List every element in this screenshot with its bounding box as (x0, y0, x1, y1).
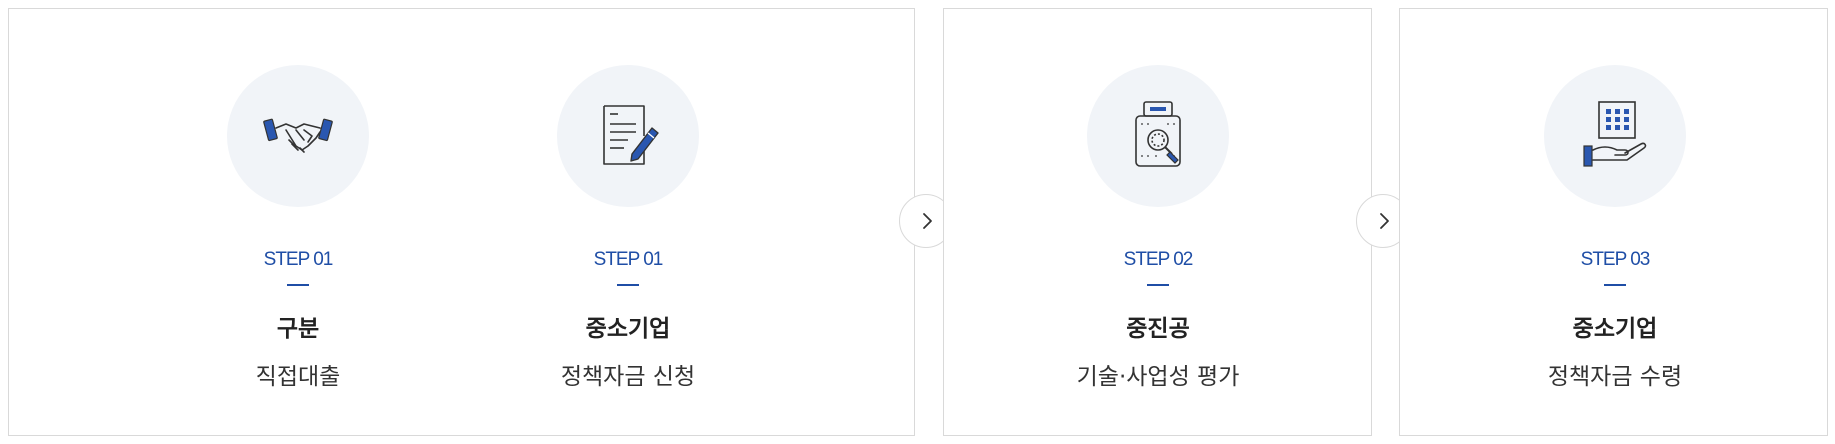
panel-evaluation: STEP 02 중진공 기술·사업성 평가 (943, 8, 1372, 436)
step-description: 기술·사업성 평가 (1076, 364, 1240, 390)
step-icon-circle (557, 65, 699, 207)
step-description: 정책자금 수령 (1547, 364, 1683, 390)
step-divider (617, 284, 639, 286)
step-number: STEP 02 (1123, 249, 1194, 270)
step-title: 중소기업 (1572, 316, 1658, 342)
panel-receive: STEP 03 중소기업 정책자금 수령 (1399, 8, 1828, 436)
step-description: 직접대출 (255, 364, 341, 390)
document-pen-icon (603, 105, 659, 165)
step-title: 중진공 (1126, 316, 1190, 342)
step-divider (1147, 284, 1169, 286)
step-number: STEP 03 (1580, 249, 1651, 270)
step-description: 정책자금 신청 (560, 364, 696, 390)
step-icon-circle (1087, 65, 1229, 207)
chevron-right-icon (923, 213, 932, 229)
step-number: STEP 01 (263, 249, 334, 270)
handshake-icon (263, 118, 333, 153)
building-hand-icon (1583, 101, 1647, 167)
chevron-right-icon (1380, 213, 1389, 229)
evaluation-magnifier-icon (1135, 101, 1181, 167)
step-divider (1604, 284, 1626, 286)
step-title: 중소기업 (585, 316, 671, 342)
step-icon-circle (227, 65, 369, 207)
step-icon-circle (1544, 65, 1686, 207)
panel-apply: STEP 01 구분 직접대출 STEP 01 (8, 8, 915, 436)
step-title: 구분 (276, 316, 320, 342)
step-number: STEP 01 (593, 249, 664, 270)
step-divider (287, 284, 309, 286)
